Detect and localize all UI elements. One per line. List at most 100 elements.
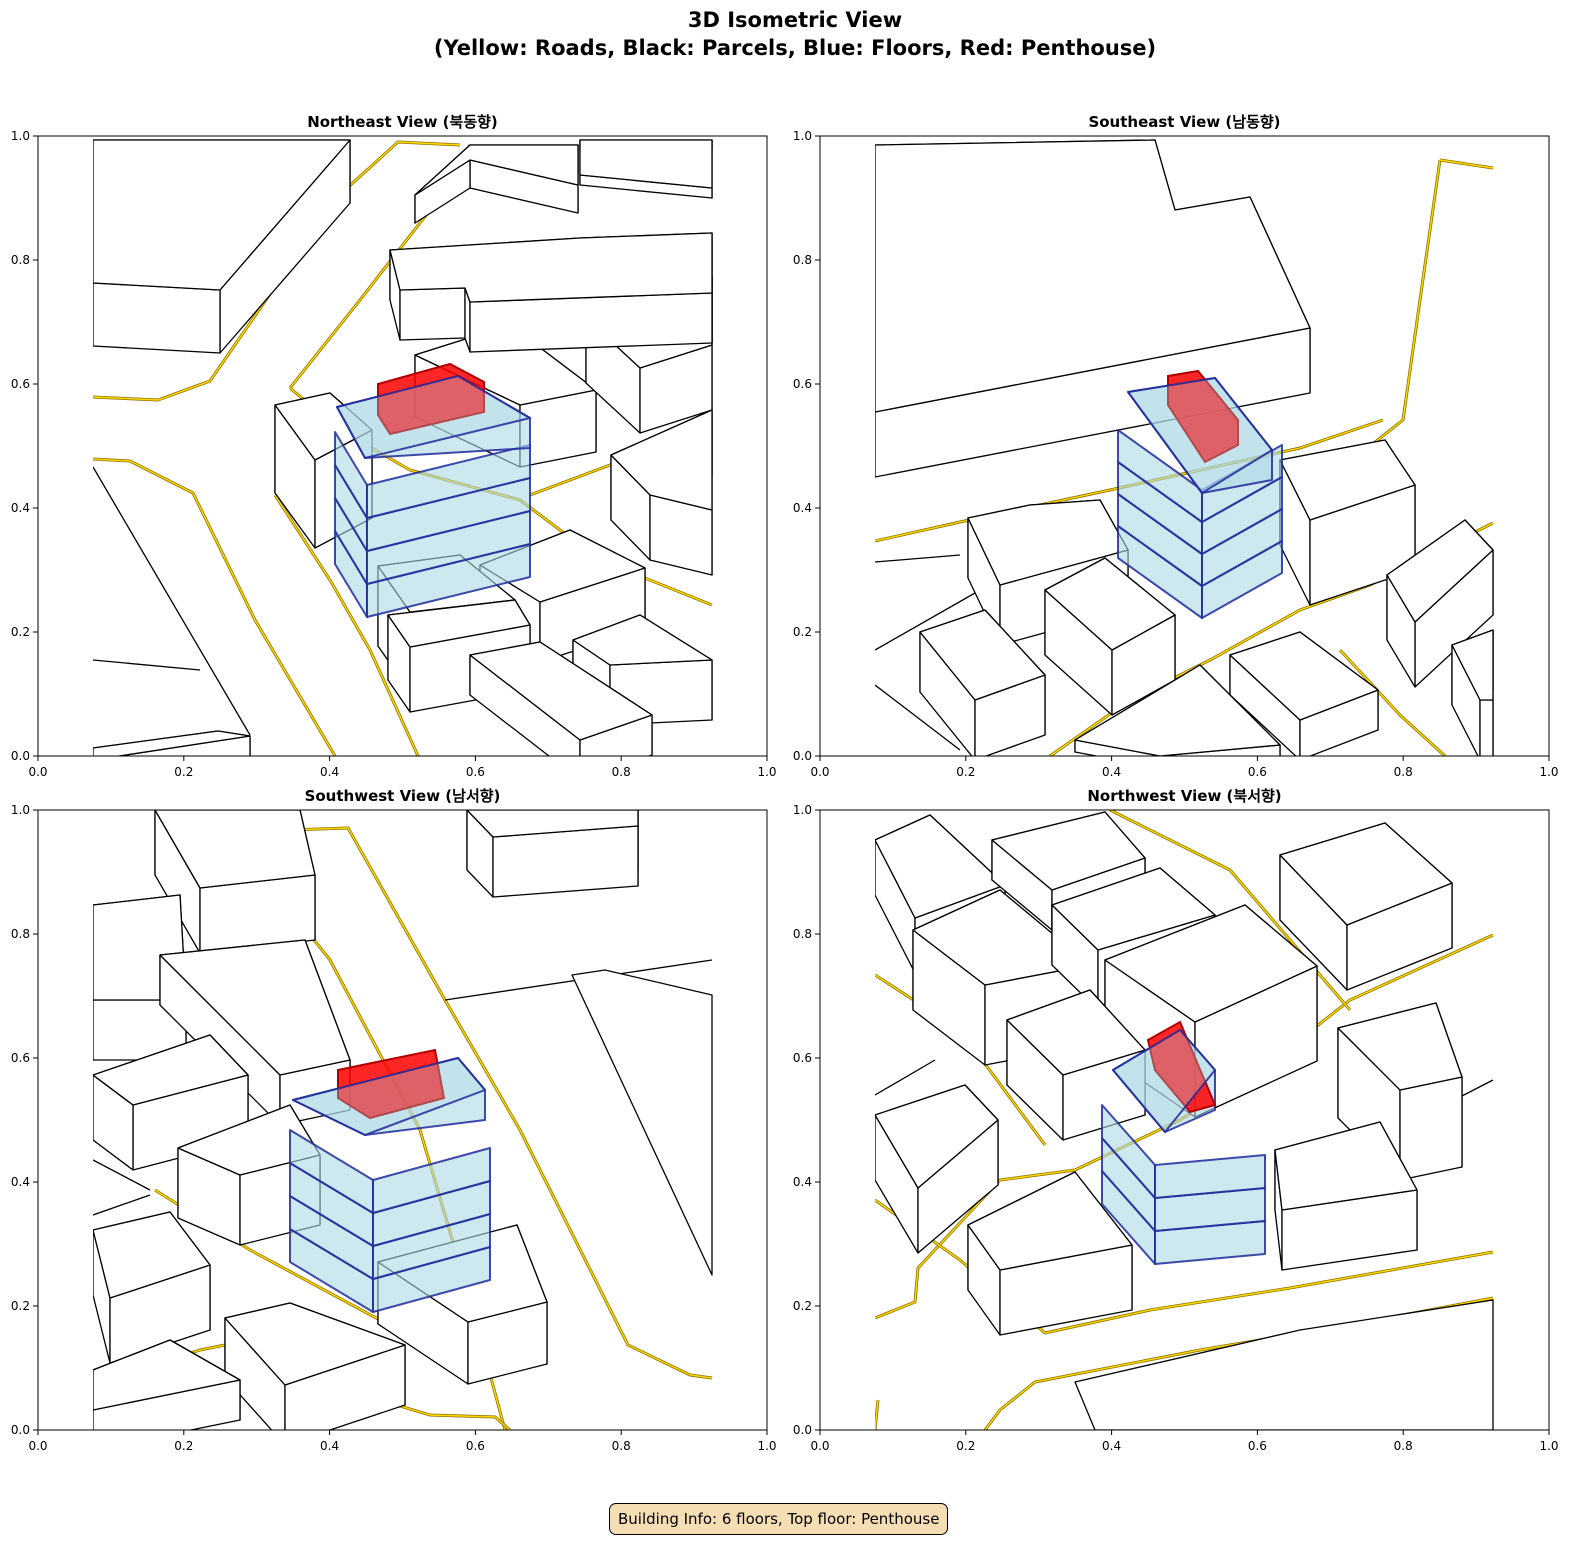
road-line <box>875 1199 1494 1334</box>
road-line <box>289 827 713 1379</box>
parcel-top <box>572 614 713 666</box>
parcel-line <box>93 1194 151 1216</box>
y-tick-label: 0.6 <box>793 1051 812 1065</box>
figure-title-line2: (Yellow: Roads, Black: Parcels, Blue: Fl… <box>434 36 1156 60</box>
parcel-top <box>1279 439 1416 521</box>
parcel-top <box>1386 519 1494 623</box>
parcel-building <box>875 1084 999 1254</box>
parcel-line <box>93 1159 151 1191</box>
x-tick-label: 0.0 <box>810 1439 829 1453</box>
parcel-building <box>224 1302 406 1430</box>
x-tick-label: 1.0 <box>1539 1439 1558 1453</box>
parcel-building <box>93 730 251 756</box>
parcel-building <box>875 139 1311 478</box>
y-tick-label: 0.4 <box>793 1175 812 1189</box>
x-tick-label: 0.6 <box>1248 1439 1267 1453</box>
parcel-top <box>875 1084 999 1189</box>
parcel-building <box>1006 989 1146 1141</box>
parcel-top <box>967 499 1129 586</box>
axes-frame <box>37 135 768 757</box>
y-tick-label: 0.0 <box>11 1423 30 1437</box>
parcel-building <box>1074 664 1281 756</box>
parcel-building <box>579 139 713 199</box>
parcel-building <box>154 810 316 954</box>
parcel-top <box>1279 822 1453 926</box>
parcel-top <box>1074 1299 1494 1430</box>
parcel-building <box>1044 557 1176 716</box>
parcel-top <box>571 969 713 1276</box>
y-tick-label: 1.0 <box>11 803 30 817</box>
parcel-building <box>571 969 713 1276</box>
floor-top-overlay <box>336 375 531 459</box>
parcel-building <box>93 1211 211 1364</box>
y-tick-label: 0.8 <box>11 927 30 941</box>
parcel-top <box>466 810 639 838</box>
x-tick-label: 0.8 <box>612 1439 631 1453</box>
parcel-building <box>1074 1299 1494 1430</box>
road-line <box>875 1399 879 1430</box>
parcel-building <box>1274 1121 1418 1271</box>
parcel-top <box>1051 867 1216 951</box>
panel-title: Southeast View (남동향) <box>1088 113 1280 131</box>
x-tick-label: 0.6 <box>466 765 485 779</box>
x-tick-label: 0.8 <box>1394 765 1413 779</box>
road-line <box>379 1399 511 1430</box>
parcel-top <box>93 1211 211 1299</box>
building-info-box: Building Info: 6 floors, Top floor: Pent… <box>609 1503 949 1535</box>
x-tick-label: 0.6 <box>1248 765 1267 779</box>
x-tick-label: 0.0 <box>28 1439 47 1453</box>
parcel-top <box>387 599 531 648</box>
parcel-building <box>610 409 713 576</box>
figure-title-line1: 3D Isometric View <box>688 8 902 32</box>
parcel-top <box>991 811 1146 891</box>
parcel-building <box>159 939 351 1126</box>
x-tick-label: 0.6 <box>466 1439 485 1453</box>
y-tick-label: 0.4 <box>11 1175 30 1189</box>
parcel-top <box>479 529 646 603</box>
parcel-building <box>1279 822 1453 991</box>
floor-1-right-face <box>372 1147 491 1214</box>
y-tick-label: 1.0 <box>11 129 30 143</box>
parcel-top <box>1044 557 1176 651</box>
penthouse <box>377 362 485 436</box>
floor-1-right-face <box>1154 1154 1266 1199</box>
parcel-top <box>875 139 1311 413</box>
road-line <box>274 494 419 756</box>
y-tick-label: 1.0 <box>793 129 812 143</box>
x-tick-label: 0.2 <box>956 1439 975 1453</box>
parcel-building <box>93 139 351 354</box>
penthouse <box>1167 369 1239 464</box>
parcel-building <box>1451 629 1494 756</box>
x-tick-label: 0.8 <box>612 765 631 779</box>
parcel-line <box>875 684 961 751</box>
parcel-top <box>610 409 713 511</box>
x-tick-label: 0.4 <box>1102 765 1121 779</box>
y-tick-label: 0.8 <box>793 927 812 941</box>
parcel-top <box>389 232 713 303</box>
floor-top-overlay <box>1127 377 1273 494</box>
parcel-building <box>1104 904 1318 1118</box>
building-floors <box>1101 1020 1266 1265</box>
y-tick-label: 1.0 <box>793 803 812 817</box>
parcel-building <box>389 232 713 353</box>
building-floors <box>334 362 531 618</box>
parcel-building <box>919 609 1046 756</box>
x-tick-label: 0.8 <box>1394 1439 1413 1453</box>
parcel-wall <box>399 287 466 341</box>
y-tick-label: 0.6 <box>11 377 30 391</box>
parcel-top <box>159 939 351 1076</box>
y-tick-label: 0.0 <box>793 749 812 763</box>
x-tick-label: 0.2 <box>174 765 193 779</box>
x-tick-label: 0.0 <box>28 765 47 779</box>
parcel-line <box>875 554 961 563</box>
y-tick-label: 0.8 <box>11 253 30 267</box>
y-tick-label: 0.6 <box>11 1051 30 1065</box>
parcel-building <box>469 641 653 756</box>
parcel-building <box>1386 519 1494 688</box>
y-tick-label: 0.6 <box>793 377 812 391</box>
parcel-top <box>1451 629 1494 701</box>
parcel-top <box>93 730 251 756</box>
road-line <box>1339 649 1446 756</box>
